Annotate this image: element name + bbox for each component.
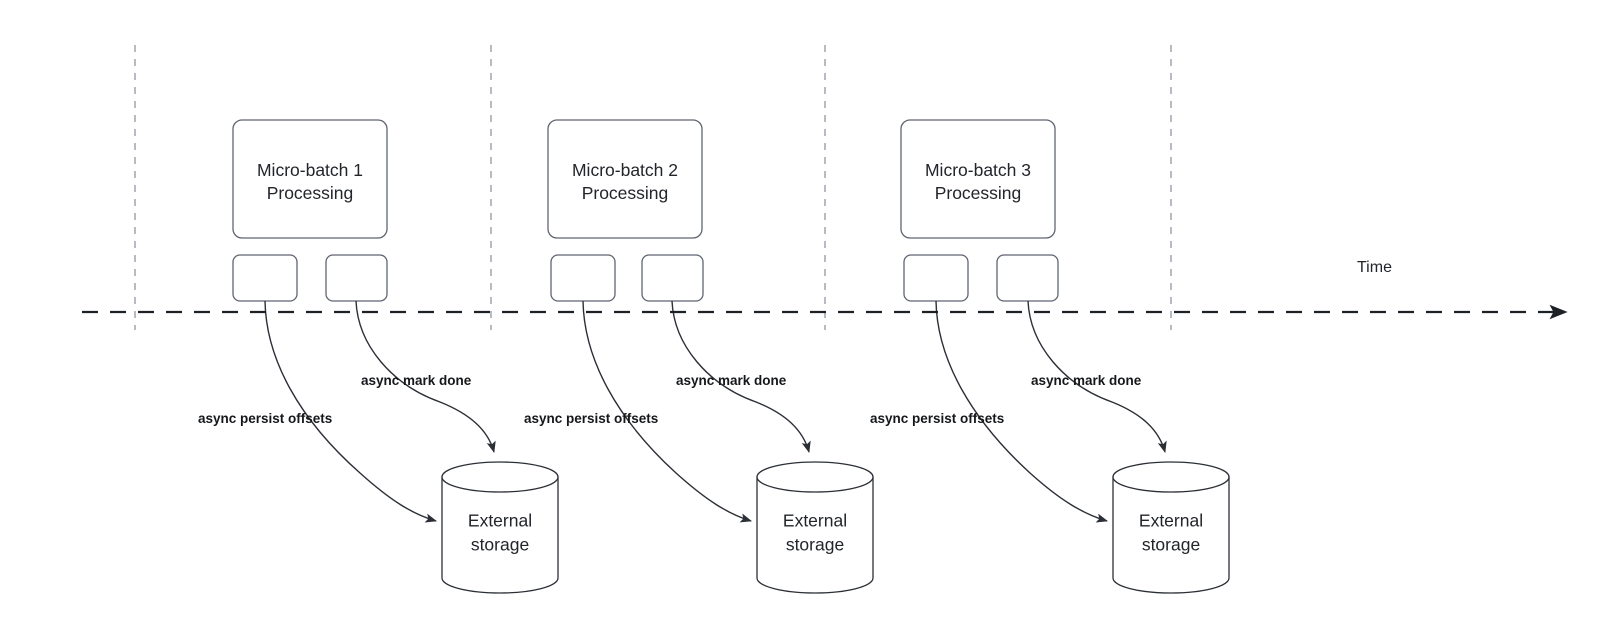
edge-label-persist-offsets: async persist offsets (524, 411, 658, 426)
edge-path-mark-done (355, 300, 496, 454)
micro-batch-box-line1: Micro-batch 3 (925, 160, 1031, 180)
mini-task-box-persist-task[interactable] (903, 254, 969, 302)
group-2: Micro-batch 2 Processing async persist off… (524, 119, 874, 594)
storage-cylinder-top (756, 461, 874, 493)
micro-batch-box-line1: Micro-batch 1 (257, 160, 363, 180)
storage-label-line1: External (783, 511, 847, 531)
storage-label-line2: storage (471, 535, 529, 555)
micro-batch-groups: Micro-batch 1 Processing async persist off… (198, 119, 1230, 594)
edge-label-mark-done: async mark done (1031, 373, 1142, 388)
micro-batch-box-line2: Processing (267, 183, 354, 203)
edge-label-persist-offsets: async persist offsets (198, 411, 332, 426)
storage-cylinder-body[interactable] (1112, 476, 1230, 594)
micro-batch-box-line2: Processing (582, 183, 669, 203)
mini-task-box-mark-done-task[interactable] (641, 254, 704, 302)
micro-batch-box[interactable] (232, 119, 388, 239)
edge-path-persist-offsets (582, 300, 753, 523)
micro-batch-box[interactable] (900, 119, 1056, 239)
micro-batch-box-line2: Processing (935, 183, 1022, 203)
storage-label-line2: storage (1142, 535, 1200, 555)
edge-label-mark-done: async mark done (361, 373, 472, 388)
storage-label-line1: External (1139, 511, 1203, 531)
storage-label-line1: External (468, 511, 532, 531)
edge-path-persist-offsets (264, 300, 438, 523)
storage-cylinder-body[interactable] (756, 476, 874, 594)
mini-task-box-persist-task[interactable] (232, 254, 298, 302)
group-3: Micro-batch 3 Processing async persist off… (870, 119, 1230, 594)
edge-path-mark-done (671, 300, 811, 454)
edge-path-persist-offsets (935, 300, 1109, 523)
storage-cylinder-top (1112, 461, 1230, 493)
time-axis-label: Time (1357, 259, 1392, 276)
micro-batch-box[interactable] (547, 119, 703, 239)
mini-task-box-mark-done-task[interactable] (325, 254, 388, 302)
storage-label-line2: storage (786, 535, 844, 555)
tick-lines-group (134, 45, 1172, 330)
group-1: Micro-batch 1 Processing async persist off… (198, 119, 559, 594)
edge-label-mark-done: async mark done (676, 373, 787, 388)
mini-task-box-persist-task[interactable] (550, 254, 616, 302)
edge-label-persist-offsets: async persist offsets (870, 411, 1004, 426)
mini-task-box-mark-done-task[interactable] (996, 254, 1059, 302)
edge-path-mark-done (1027, 300, 1167, 454)
storage-cylinder-top (441, 461, 559, 493)
storage-cylinder-body[interactable] (441, 476, 559, 594)
micro-batch-box-line1: Micro-batch 2 (572, 160, 678, 180)
